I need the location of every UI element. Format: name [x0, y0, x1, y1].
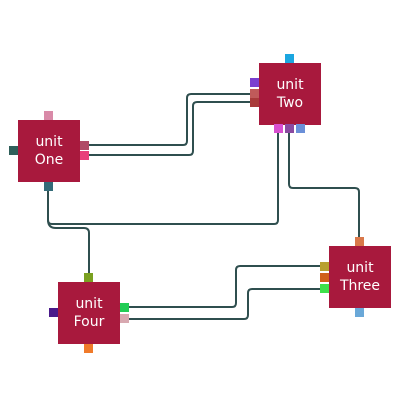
unit-two-label-line2: Two	[276, 95, 304, 111]
port-four-left[interactable]	[49, 308, 58, 317]
port-two-top[interactable]	[285, 54, 294, 63]
port-four-right-1[interactable]	[120, 303, 129, 312]
port-one-right-1[interactable]	[80, 141, 89, 150]
port-three-left-3[interactable]	[320, 284, 329, 293]
unit-three[interactable]: unit Three	[329, 246, 391, 308]
port-one-top[interactable]	[44, 111, 53, 120]
port-three-left-1[interactable]	[320, 262, 329, 271]
unit-four-label-line1: unit	[75, 296, 103, 312]
unit-two-label-line1: unit	[276, 77, 304, 93]
wire-one-to-two-a[interactable]	[88, 93, 255, 146]
port-three-left-2[interactable]	[320, 273, 329, 282]
wire-one-to-four[interactable]	[47, 190, 90, 275]
unit-one[interactable]: unit One	[18, 120, 80, 182]
wire-one-to-two-b[interactable]	[88, 101, 255, 156]
unit-four-label-line2: Four	[73, 314, 105, 330]
port-one-left[interactable]	[9, 146, 18, 155]
unit-two[interactable]: unit Two	[259, 63, 321, 125]
wire-two-to-three[interactable]	[288, 132, 360, 240]
port-two-bottom-1[interactable]	[274, 124, 283, 133]
wire-four-to-three-a[interactable]	[129, 265, 320, 308]
port-two-left-1[interactable]	[250, 78, 259, 87]
port-four-top[interactable]	[84, 273, 93, 282]
port-four-right-2[interactable]	[120, 314, 129, 323]
port-one-bottom[interactable]	[44, 182, 53, 191]
unit-four[interactable]: unit Four	[58, 282, 120, 344]
port-two-left-2[interactable]	[250, 89, 259, 98]
unit-one-label-line2: One	[34, 152, 64, 168]
port-two-left-3[interactable]	[250, 98, 259, 107]
unit-three-label-line2: Three	[339, 278, 381, 294]
port-four-bottom[interactable]	[84, 344, 93, 353]
unit-one-label-line1: unit	[35, 134, 63, 150]
unit-three-label-line1: unit	[346, 260, 374, 276]
port-two-bottom-3[interactable]	[296, 124, 305, 133]
port-two-bottom-2[interactable]	[285, 124, 294, 133]
port-three-bottom[interactable]	[355, 308, 364, 317]
wire-four-to-three-b[interactable]	[129, 288, 320, 320]
port-one-right-2[interactable]	[80, 151, 89, 160]
port-three-top[interactable]	[355, 237, 364, 246]
